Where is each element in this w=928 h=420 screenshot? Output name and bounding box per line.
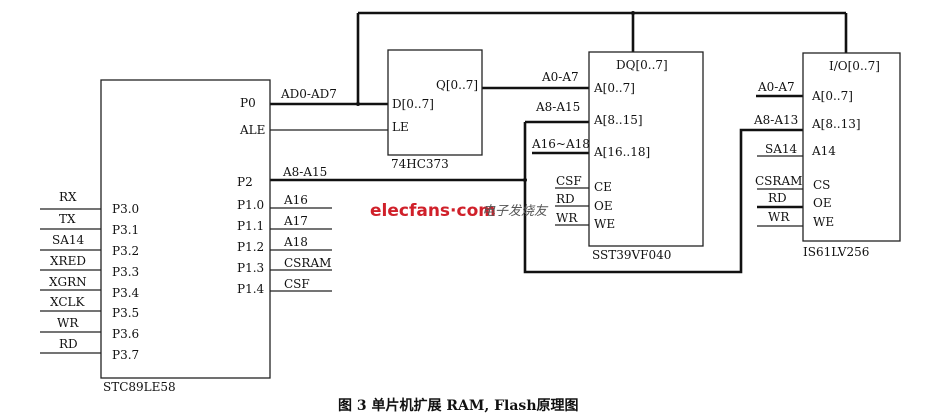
sram-pin-cs: CS [813,178,830,192]
pin-ale: ALE [239,123,265,137]
pin-p3-1: P3.1 [112,223,139,237]
sram-net-csram: CSRAM [755,174,802,188]
pin-p3-7: P3.7 [112,348,139,362]
pin-p1-1: P1.1 [237,219,264,233]
pin-p1-0: P1.0 [237,198,264,212]
net-rx: RX [59,190,77,204]
latch-body [387,49,483,156]
figure-caption: 图 3 单片机扩展 RAM, Flash原理图 [338,397,579,414]
flash-pin-ce: CE [594,180,612,194]
mcu-p1-wires [270,207,332,292]
net-a18: A18 [283,235,308,249]
latch-pin-q: Q[0..7] [436,78,478,92]
sram-pin-a0-7: A[0..7] [811,89,853,103]
latch-name: 74HC373 [391,157,449,171]
mcu-p3-wires [40,208,101,354]
flash-pin-a8-15: A[8..15] [593,113,643,127]
wires [40,11,848,354]
net-xclk: XCLK [50,295,85,309]
sram-chip: I/O[0..7] IS61LV256 A[0..7] A[8..13] A14… [753,52,901,259]
flash-net-rd: RD [556,192,575,206]
net-a16: A16 [283,193,308,207]
sram-name: IS61LV256 [803,245,869,259]
flash-pin-a16-18: A[16..18] [593,145,650,159]
net-a17: A17 [283,214,308,228]
sram-pin-a14: A14 [811,144,836,158]
net-csf: CSF [284,277,310,291]
mcu-chip: STC89LE58 P3.0 P3.1 P3.2 P3.3 P3.4 P3.5 … [49,79,337,394]
sram-net-sa14: SA14 [765,142,798,156]
flash-net-a16-a18: A16~A18 [531,137,590,151]
latch-chip: 74HC373 Q[0..7] D[0..7] LE [387,49,483,171]
flash-name: SST39VF040 [592,248,671,262]
pin-p0: P0 [240,96,256,110]
sram-net-a0-a7: A0-A7 [757,80,795,94]
sram-pin-oe: OE [813,196,832,210]
pin-p1-2: P1.2 [237,240,264,254]
net-sa14: SA14 [52,233,85,247]
net-csram: CSRAM [284,256,331,270]
net-a8-a15: A8-A15 [282,165,327,179]
pin-p1-4: P1.4 [237,282,265,296]
flash-net-csf: CSF [556,174,582,188]
mcu-name: STC89LE58 [103,380,176,394]
flash-net-a0-a7: A0-A7 [541,70,579,84]
flash-net-a8-a15: A8-A15 [535,100,580,114]
sram-pin-we: WE [813,215,834,229]
sram-net-wr: WR [768,210,790,224]
pin-p3-0: P3.0 [112,202,139,216]
sram-pin-io: I/O[0..7] [829,59,880,73]
net-xred: XRED [50,254,86,268]
flash-pin-dq: DQ[0..7] [616,58,668,72]
flash-control-wires [555,187,589,226]
pin-p3-6: P3.6 [112,327,139,341]
flash-pin-we: WE [594,217,615,231]
pin-p3-2: P3.2 [112,244,139,258]
flash-net-wr: WR [556,211,578,225]
mcu-body [100,79,271,379]
a8-a15-bus [270,120,803,274]
latch-pin-d: D[0..7] [392,97,434,111]
sram-net-rd: RD [768,191,787,205]
net-xgrn: XGRN [49,275,87,289]
pin-p3-4: P3.4 [112,286,140,300]
flash-body [588,51,704,247]
watermark-cn: 电子发烧友 [482,204,549,219]
flash-pin-oe: OE [594,199,613,213]
pin-p1-3: P1.3 [237,261,264,275]
sram-control-wires [757,155,803,227]
sram-body [802,52,901,242]
latch-pin-le: LE [392,120,409,134]
watermark-logo: elecfans·com [370,201,496,221]
pin-p3-3: P3.3 [112,265,139,279]
data-bus-top [356,11,848,104]
pin-p2: P2 [237,175,253,189]
flash-chip: DQ[0..7] SST39VF040 A[0..7] A[8..15] A[1… [531,51,704,262]
net-rd: RD [59,337,78,351]
net-wr: WR [57,316,79,330]
flash-pin-a0-7: A[0..7] [593,81,635,95]
pin-p3-5: P3.5 [112,306,139,320]
net-ad0-ad7: AD0-AD7 [280,87,337,101]
sram-net-a8-a13: A8-A13 [753,113,798,127]
sram-pin-a8-13: A[8..13] [811,117,861,131]
net-tx: TX [59,212,76,226]
